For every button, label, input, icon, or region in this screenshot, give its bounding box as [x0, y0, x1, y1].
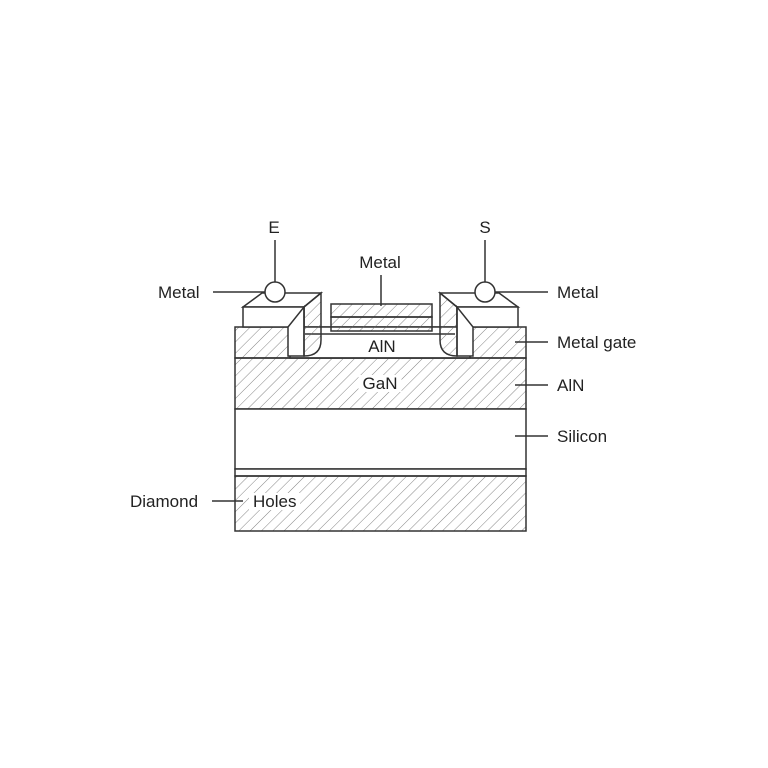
aln-center-label: AlN [368, 337, 396, 356]
silicon-label: Silicon [557, 427, 608, 446]
metal-left-label: Metal [158, 283, 200, 302]
thin-layer [234, 468, 527, 477]
diamond-label: Diamond [130, 492, 199, 511]
silicon-layer [234, 408, 527, 470]
terminal-s-circle [474, 281, 496, 303]
terminal-s-label: S [479, 218, 491, 237]
gan-label: GaN [358, 375, 402, 392]
aln-label: AlN [557, 376, 585, 395]
right-contact [437, 291, 521, 357]
terminal-e-circle [264, 281, 286, 303]
metal-top-label: Metal [359, 253, 401, 272]
metal-gate-label: Metal gate [557, 333, 637, 352]
center-metal-bottom [330, 316, 433, 332]
holes-label: Holes [249, 493, 301, 510]
metal-right-label: Metal [557, 283, 599, 302]
terminal-e-label: E [268, 218, 280, 237]
